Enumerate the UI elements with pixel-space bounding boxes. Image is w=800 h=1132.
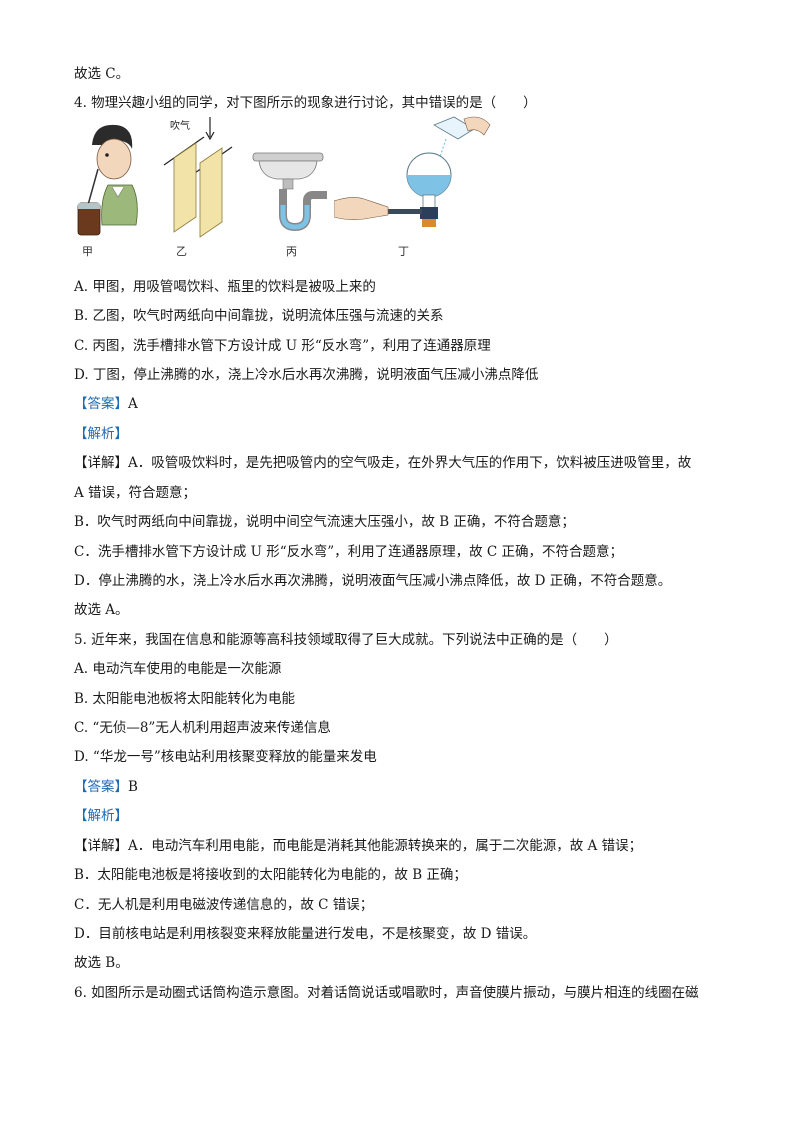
detail-4-line-5: D．停止沸腾的水，浇上冷水后水再次沸腾，说明液面气压减小沸点降低，故 D 正确，… xyxy=(74,573,672,589)
answer-tag: 【答案】 xyxy=(74,779,128,795)
detail-4-line-1: 【详解】A．吸管吸饮料时，是先把吸管内的空气吸走，在外界大气压的作用下，饮料被压… xyxy=(74,455,692,471)
question-4-figures: 甲 吹气 乙 丙 xyxy=(72,115,502,265)
analysis-5-tag: 【解析】 xyxy=(74,808,128,824)
option-4d: D. 丁图，停止沸腾的水，浇上冷水后水再次沸腾，说明液面气压减小沸点降低 xyxy=(74,367,539,383)
detail-5-line-1: 【详解】A．电动汽车利用电能，而电能是消耗其他能源转换来的，属于二次能源，故 A… xyxy=(74,838,643,854)
detail-4-line-2: A 错误，符合题意； xyxy=(74,485,197,501)
answer-5: 【答案】B xyxy=(74,777,138,797)
detail-4-line-3: B．吹气时两纸向中间靠拢，说明中间空气流速大压强小，故 B 正确，不符合题意； xyxy=(74,514,575,530)
option-5a: A. 电动汽车使用的电能是一次能源 xyxy=(74,661,282,677)
answer-value: A xyxy=(128,396,138,412)
boy-drinking-illustration xyxy=(77,124,138,236)
flask-boiling-illustration xyxy=(334,116,491,227)
option-4c: C. 丙图，洗手槽排水管下方设计成 U 形“反水弯”，利用了连通器原理 xyxy=(74,338,491,354)
question-6: 6. 如图所示是动圈式话筒构造示意图。对着话筒说话或唱歌时，声音使膜片振动，与膜… xyxy=(74,985,699,1001)
option-5c: C. “无侦—8”无人机利用超声波来传递信息 xyxy=(74,720,331,736)
question-5: 5. 近年来，我国在信息和能源等高科技领域取得了巨大成就。下列说法中正确的是（ … xyxy=(74,632,618,648)
answer-value: B xyxy=(128,779,138,795)
detail-4-line-4: C．洗手槽排水管下方设计成 U 形“反水弯”，利用了连通器原理，故 C 正确，不… xyxy=(74,544,624,560)
two-papers-illustration: 吹气 xyxy=(163,117,233,238)
question-4: 4. 物理兴趣小组的同学，对下图所示的现象进行讨论，其中错误的是（ ） xyxy=(74,95,537,111)
figure-caption-ding: 丁 xyxy=(398,245,409,258)
option-4a: A. 甲图，用吸管喝饮料、瓶里的饮料是被吸上来的 xyxy=(74,279,376,295)
conclusion-4: 故选 A。 xyxy=(74,602,129,618)
conclusion-5: 故选 B。 xyxy=(74,955,129,971)
figure-caption-yi: 乙 xyxy=(176,245,187,258)
blow-label: 吹气 xyxy=(170,119,190,132)
option-5d: D. “华龙一号”核电站利用核聚变释放的能量来发电 xyxy=(74,749,377,765)
sink-u-trap-illustration xyxy=(252,152,327,232)
detail-5-line-2: B．太阳能电池板是将接收到的太阳能转化为电能的，故 B 正确； xyxy=(74,867,467,883)
figure-caption-jia: 甲 xyxy=(82,245,93,258)
answer-tag: 【答案】 xyxy=(74,396,128,412)
option-4b: B. 乙图，吹气时两纸向中间靠拢，说明流体压强与流速的关系 xyxy=(74,308,444,324)
figure-caption-bing: 丙 xyxy=(286,245,297,258)
detail-5-line-3: C．无人机是利用电磁波传递信息的，故 C 错误； xyxy=(74,897,374,913)
analysis-4-tag: 【解析】 xyxy=(74,426,128,442)
conclusion-line: 故选 C。 xyxy=(74,66,130,82)
answer-4: 【答案】A xyxy=(74,394,138,414)
detail-5-line-4: D．目前核电站是利用核裂变来释放能量进行发电，不是核聚变，故 D 错误。 xyxy=(74,926,537,942)
option-5b: B. 太阳能电池板将太阳能转化为电能 xyxy=(74,691,296,707)
